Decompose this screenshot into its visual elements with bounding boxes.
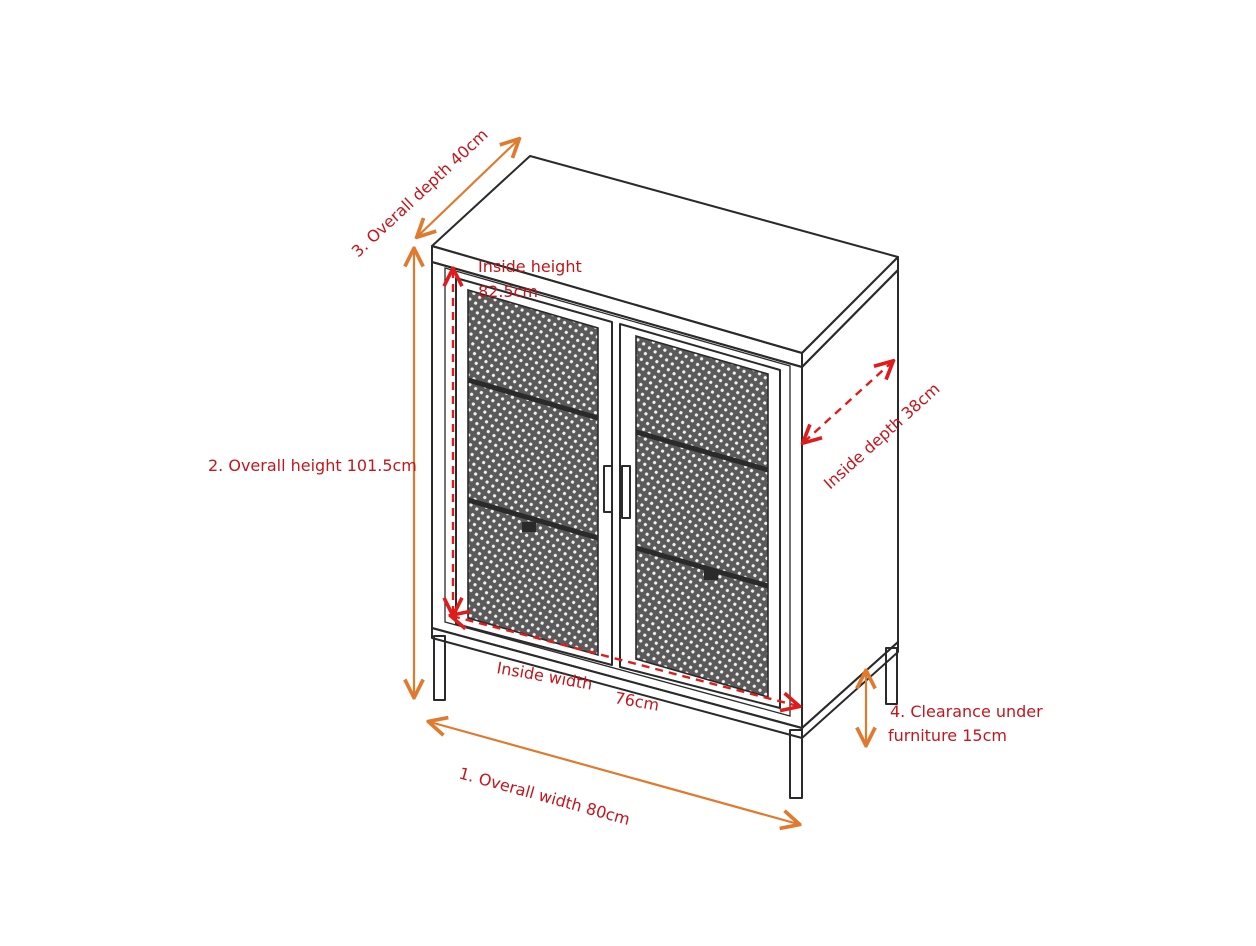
overall-width-arrow [430, 722, 798, 824]
shelves [467, 377, 769, 589]
inside-width-value: 76cm [613, 688, 660, 714]
overall-depth-label: 3. Overall depth 40cm [348, 125, 492, 261]
overall-width-label: 1. Overall width 80cm [457, 764, 632, 829]
cabinet-top-side-edge [801, 256, 899, 368]
overall-height-label: 2. Overall height 101.5cm [208, 456, 417, 475]
inside-width-label: Inside width [495, 658, 594, 694]
overall-dimension-arrows [414, 140, 866, 824]
left-door-mesh [467, 288, 599, 657]
inside-depth-label: Inside depth 38cm [820, 379, 944, 493]
inside-depth-arrow [804, 362, 892, 442]
inside-width-arrow [452, 616, 798, 706]
left-handle-icon [603, 465, 613, 513]
clearance-label-line1: 4. Clearance under [890, 702, 1043, 721]
cabinet-drawing [431, 155, 899, 799]
clearance-label-line2: furniture 15cm [888, 726, 1007, 745]
base-rail-side [801, 641, 899, 739]
inside-height-label-line2: 82.5cm [478, 282, 538, 301]
right-door-mesh [635, 334, 769, 699]
inside-dimension-arrows [452, 270, 892, 706]
overall-depth-arrow [418, 140, 518, 236]
door-handles [603, 465, 631, 519]
dimension-labels: 1. Overall width 80cm 2. Overall height … [208, 125, 1043, 829]
inside-height-label-line1: Inside height [478, 257, 582, 276]
right-handle-icon [621, 465, 631, 519]
